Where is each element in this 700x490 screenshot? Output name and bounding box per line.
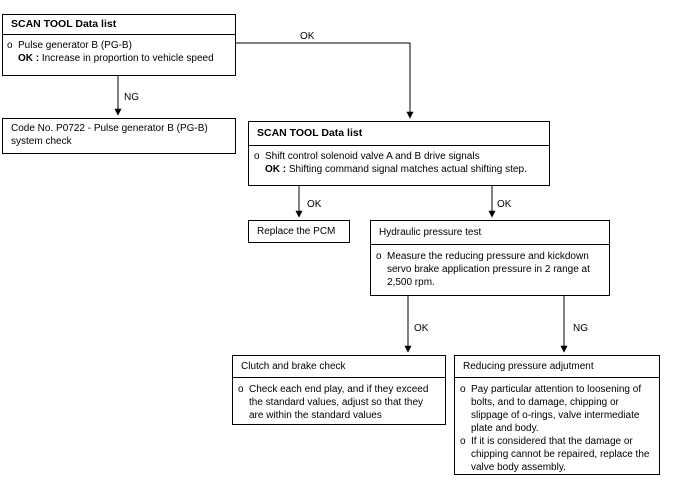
label-ok-clutch: OK [414,323,429,334]
code-p0722-check-box: Code No. P0722 - Pulse generator B (PG-B… [2,118,236,154]
check-item: Check each end play, and if they exceed … [249,384,429,421]
box-title: SCAN TOOL Data list [3,15,235,35]
label-ng-left: NG [124,92,139,103]
box-title: Reducing pressure adjutment [455,356,659,378]
check-item: If it is considered that the damage or c… [471,436,650,473]
scan-tool-solenoid-box: SCAN TOOL Data list o Shift control sole… [248,121,550,186]
scan-tool-pulse-generator-box: SCAN TOOL Data list o Pulse generator B … [2,14,236,76]
check-item: Pulse generator B (PG-B) [18,40,132,51]
label-ng-reducing: NG [573,323,588,334]
bullet-marker: o [254,151,260,162]
bullet-marker: o [7,40,13,51]
hydraulic-pressure-test-box: Hydraulic pressure test o Measure the re… [370,220,610,296]
label-ok-hydraulic: OK [497,199,512,210]
ok-criteria: Increase in proportion to vehicle speed [39,53,214,64]
clutch-brake-check-box: Clutch and brake check o Check each end … [232,355,446,425]
check-item: Pay particular attention to loosening of… [471,384,642,434]
box-title: SCAN TOOL Data list [249,122,549,146]
replace-pcm-box: Replace the PCM [248,220,350,243]
arrow-ok-top [235,42,414,119]
bullet-marker: o [460,384,466,395]
label-ok-top: OK [300,31,315,42]
box-title: Hydraulic pressure test [371,221,609,245]
ok-key: OK [18,53,33,64]
box-title: Clutch and brake check [233,356,445,378]
ok-key: OK [265,164,280,175]
bullet-marker: o [238,384,244,395]
box-text-line-1: Code No. P0722 - Pulse generator B (PG-B… [11,123,208,134]
label-ok-pcm: OK [307,199,322,210]
ok-criteria: Shifting command signal matches actual s… [286,164,527,175]
check-item: Shift control solenoid valve A and B dri… [265,151,480,162]
check-item: Measure the reducing pressure and kickdo… [387,251,590,288]
bullet-marker: o [460,436,466,447]
reducing-pressure-adjustment-box: Reducing pressure adjutment o Pay partic… [454,355,660,475]
bullet-marker: o [376,251,382,262]
box-text: Replace the PCM [257,226,336,237]
box-text-line-2: system check [11,136,72,147]
